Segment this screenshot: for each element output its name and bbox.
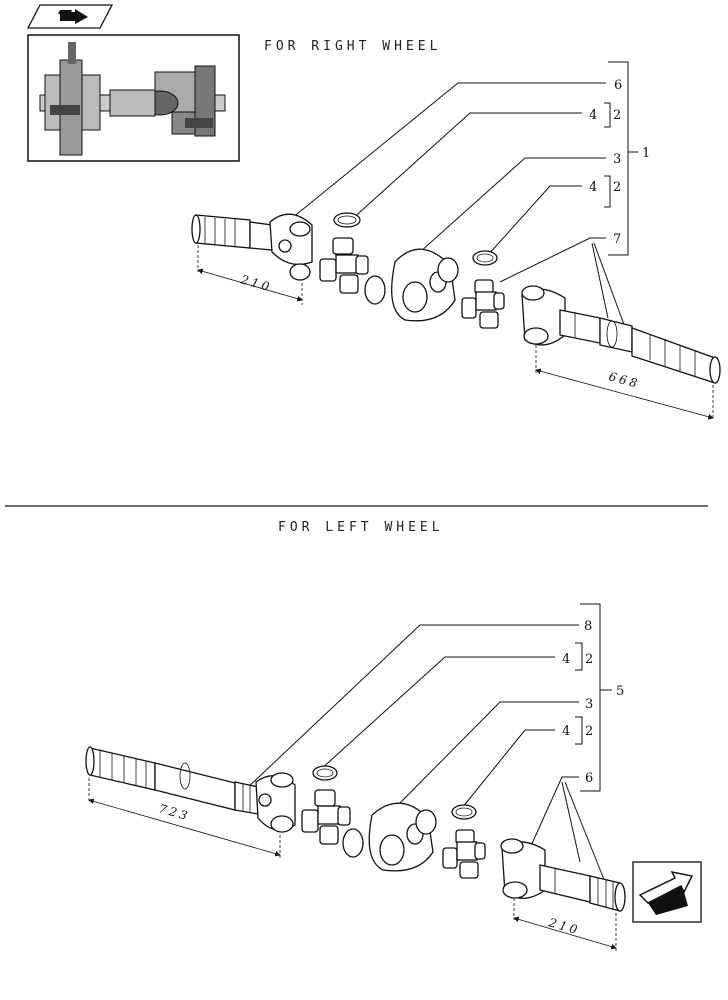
callout-2b-left: 2 — [585, 724, 593, 739]
next-arrow-icon[interactable] — [632, 861, 702, 923]
dimension-210-right — [197, 245, 303, 305]
callout-2b: 2 — [613, 180, 621, 195]
circlip-left-2 — [451, 804, 477, 820]
axle-thumbnail — [27, 34, 240, 162]
dim-210-left: 210 — [546, 915, 581, 938]
dim-723: 723 — [157, 801, 192, 823]
callout-6: 6 — [614, 78, 622, 93]
callout-2-left: 2 — [585, 652, 593, 667]
leader-lines-left — [244, 624, 606, 883]
callout-2: 2 — [613, 108, 621, 123]
book-arrow-icon[interactable] — [26, 4, 114, 29]
leader-lines-right — [269, 82, 627, 331]
callout-7: 7 — [613, 232, 621, 247]
dim-210: 210 — [238, 272, 273, 295]
callout-bracket-5 — [575, 603, 612, 792]
dimension-723-left — [88, 778, 281, 858]
cross-left-2 — [442, 829, 486, 879]
callout-4b-left: 4 — [562, 724, 570, 739]
circlip-left-1 — [312, 765, 338, 781]
callout-8: 8 — [584, 619, 592, 634]
callout-3: 3 — [613, 152, 621, 167]
dimension-668-right — [535, 345, 714, 420]
center-yoke-left — [342, 802, 437, 872]
outer-shaft-left — [500, 838, 626, 912]
callout-4b: 4 — [589, 180, 597, 195]
inner-shaft-right — [191, 213, 313, 281]
cross-right-2 — [461, 279, 505, 329]
circlip-right-2 — [472, 250, 498, 266]
callout-3-left: 3 — [585, 697, 593, 712]
dimension-210-left — [513, 898, 617, 952]
callout-5: 5 — [616, 684, 624, 699]
outer-shaft-right — [521, 285, 721, 384]
callout-bracket-1 — [604, 61, 638, 256]
circlip-right-1 — [333, 212, 361, 228]
long-shaft-left — [85, 746, 296, 833]
callout-6-left: 6 — [585, 771, 593, 786]
callout-4-left: 4 — [562, 652, 570, 667]
callout-1: 1 — [642, 146, 650, 161]
right-wheel-title: FOR RIGHT WHEEL — [264, 39, 441, 54]
left-wheel-title: FOR LEFT WHEEL — [278, 520, 444, 535]
cross-left-1 — [301, 789, 351, 845]
callout-4: 4 — [589, 108, 597, 123]
center-yoke-right — [364, 248, 459, 322]
cross-right-1 — [319, 237, 369, 294]
dim-668: 668 — [607, 369, 641, 391]
